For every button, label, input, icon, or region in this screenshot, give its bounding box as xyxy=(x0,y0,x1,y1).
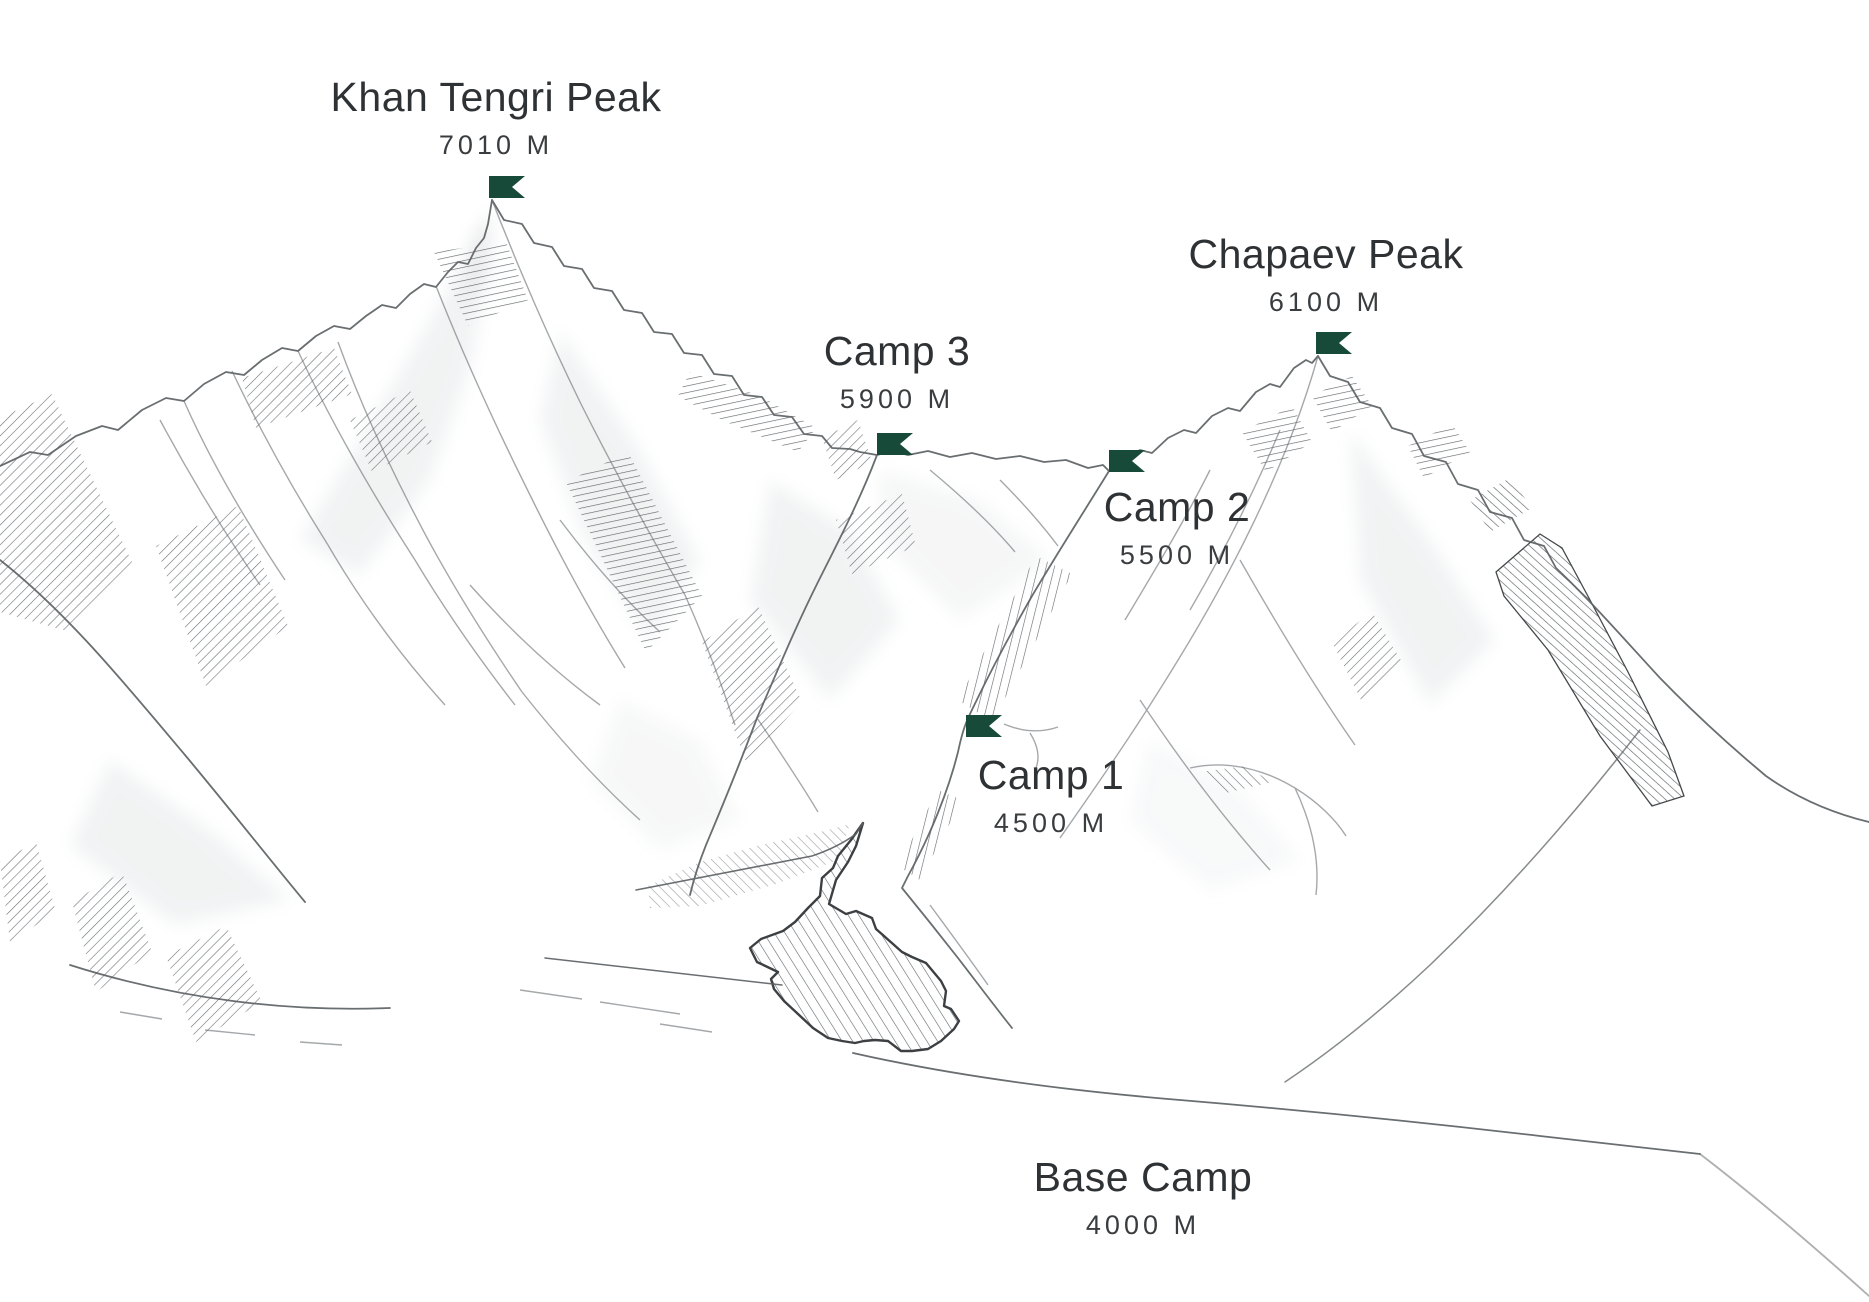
chapaev-flag-icon xyxy=(1316,332,1352,354)
camp-elevation: 5900 M xyxy=(839,384,955,414)
peak-elevation: 6100 M xyxy=(1268,287,1384,317)
camp-name: Camp 2 xyxy=(1103,484,1251,530)
camp-2-flag-icon xyxy=(1109,450,1145,472)
marker-camp-1: Camp 1 4500 M xyxy=(978,752,1125,839)
khan-tengri-flag-icon xyxy=(489,176,525,198)
sketch-detail-lines xyxy=(119,199,1356,1046)
marker-chapaev-peak: Chapaev Peak 6100 M xyxy=(1189,231,1464,318)
camp-elevation: 4000 M xyxy=(1085,1210,1201,1240)
mountain-outlines xyxy=(0,199,1869,1297)
camp-name: Camp 3 xyxy=(823,328,971,374)
camp-1-flag-icon xyxy=(966,715,1002,737)
camp-3-flag-icon xyxy=(877,433,913,455)
camp-name: Base Camp xyxy=(1033,1154,1253,1200)
marker-base-camp: Base Camp 4000 M xyxy=(1034,1154,1253,1241)
marker-khan-tengri-peak: Khan Tengri Peak 7010 M xyxy=(331,74,662,161)
camp-elevation: 5500 M xyxy=(1119,540,1235,570)
peak-name: Chapaev Peak xyxy=(1188,231,1464,277)
camp-elevation: 4500 M xyxy=(993,808,1109,838)
marker-camp-3: Camp 3 5900 M xyxy=(824,328,971,415)
marker-camp-2: Camp 2 5500 M xyxy=(1104,484,1251,571)
camp-name: Camp 1 xyxy=(977,752,1125,798)
rock-mass xyxy=(748,821,961,1053)
peak-elevation: 7010 M xyxy=(438,130,554,160)
peak-name: Khan Tengri Peak xyxy=(330,74,662,120)
